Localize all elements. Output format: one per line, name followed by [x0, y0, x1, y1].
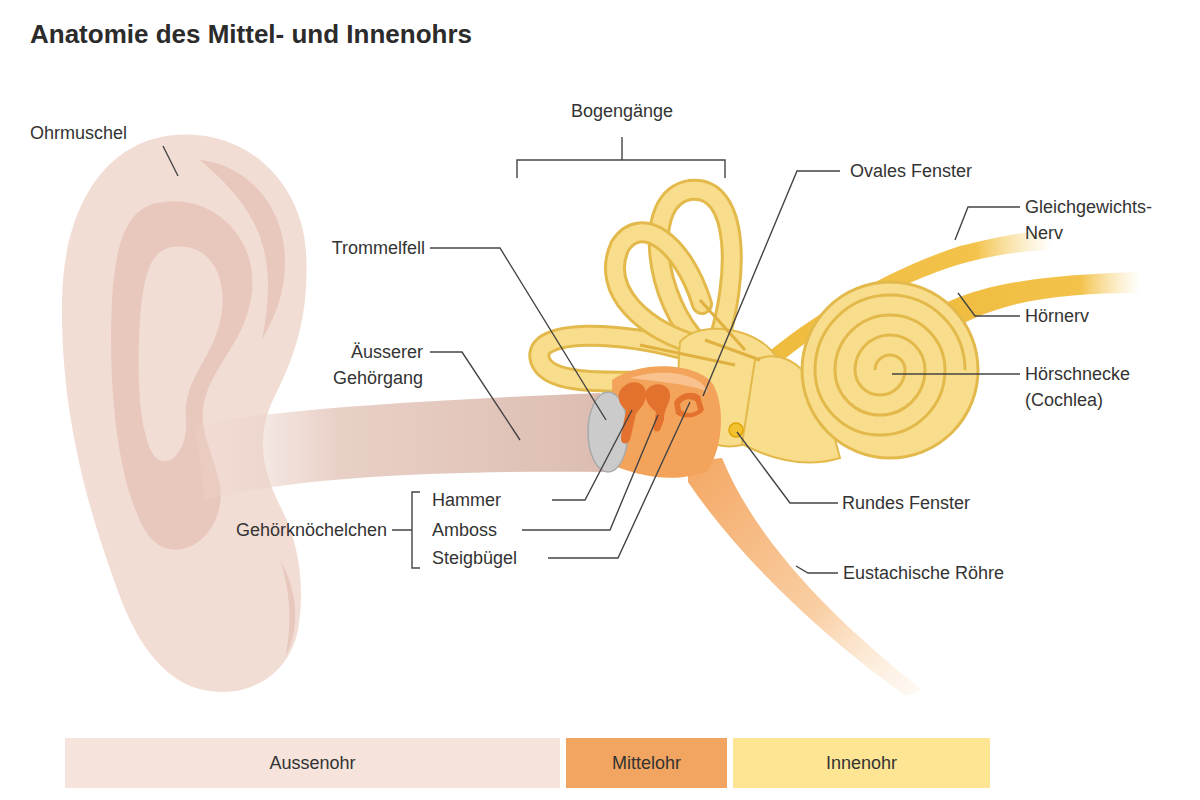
band-text: Mittelohr: [612, 751, 681, 775]
pinna: [62, 134, 307, 692]
part-label: Hammer: [432, 487, 552, 513]
malleus: [619, 382, 646, 443]
diagram-title: Anatomie des Mittel- und Innenohrs: [30, 18, 472, 50]
part-label: Gleichgewichts- Nerv: [1025, 194, 1175, 246]
ear-canal: [195, 393, 606, 500]
incus: [646, 384, 671, 431]
band-text: Aussenohr: [269, 751, 355, 775]
part-label: Rundes Fenster: [842, 490, 1042, 516]
part-label: Äusserer Gehörgang: [300, 339, 423, 391]
part-label: Steigbügel: [432, 545, 552, 571]
region-band: Mittelohr: [566, 738, 727, 788]
region-band: Aussenohr: [65, 738, 560, 788]
pinna-concha: [111, 201, 252, 549]
middle-ear-cavity: [612, 366, 721, 477]
round-window: [729, 423, 743, 437]
part-label: Hörschnecke (Cochlea): [1025, 361, 1150, 413]
region-band: Innenohr: [733, 738, 990, 788]
part-label: Hörnerv: [1025, 303, 1175, 329]
cochlea: [802, 282, 978, 458]
cochlea-spiral: [815, 295, 965, 435]
band-text: Innenohr: [826, 751, 897, 775]
vestibule-nerve-fibres: [640, 300, 760, 365]
pinna-lobe: [280, 560, 295, 655]
pinna-helix-fold: [200, 160, 285, 340]
part-label: Ovales Fenster: [850, 158, 1030, 184]
part-label: Bogengänge: [522, 98, 722, 124]
part-label: Ohrmuschel: [30, 120, 190, 146]
part-label: Trommelfell: [275, 235, 425, 261]
part-label: Gehörknöchelchen: [170, 517, 387, 543]
part-label: Eustachische Röhre: [843, 560, 1063, 586]
part-label: Amboss: [432, 517, 552, 543]
